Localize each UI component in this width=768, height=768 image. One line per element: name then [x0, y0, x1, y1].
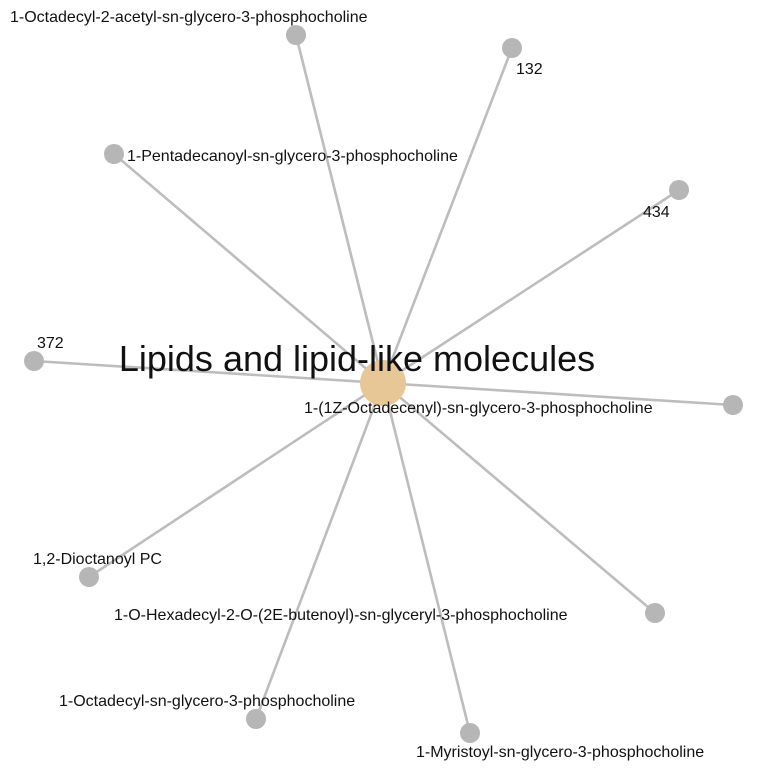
label-layer: 1-Octadecyl-2-acetyl-sn-glycero-3-phosph…: [10, 9, 704, 761]
node-6[interactable]: [79, 567, 99, 587]
node-label-8: 1-Octadecyl-sn-glycero-3-phosphocholine: [59, 693, 355, 710]
node-label-4: 372: [37, 335, 64, 352]
edge-7: [381, 381, 657, 615]
node-3[interactable]: [669, 180, 689, 200]
hub-node[interactable]: [360, 360, 406, 406]
node-4[interactable]: [24, 351, 44, 371]
node-label-6: 1,2-Dioctanoyl PC: [33, 551, 162, 568]
node-1[interactable]: [502, 38, 522, 58]
node-label-3: 434: [643, 204, 670, 221]
node-layer: [24, 25, 743, 743]
edge-1: [381, 46, 514, 385]
edge-layer: [32, 33, 735, 735]
edge-0: [294, 33, 385, 385]
node-label-2: 1-Pentadecanoyl-sn-glycero-3-phosphochol…: [127, 148, 458, 165]
node-7[interactable]: [645, 603, 665, 623]
edge-8: [254, 381, 385, 721]
node-8[interactable]: [246, 709, 266, 729]
node-0[interactable]: [286, 25, 306, 45]
node-label-7: 1-O-Hexadecyl-2-O-(2E-butenoyl)-sn-glyce…: [114, 607, 568, 624]
edge-3: [381, 188, 681, 385]
node-label-5: 1-(1Z-Octadecenyl)-sn-glycero-3-phosphoc…: [304, 400, 653, 417]
node-5[interactable]: [723, 395, 743, 415]
edge-4: [32, 359, 385, 385]
edge-5: [381, 381, 735, 407]
node-2[interactable]: [104, 144, 124, 164]
edge-2: [112, 152, 385, 385]
hub-label: Lipids and lipid-like molecules: [119, 338, 595, 379]
edge-9: [381, 381, 472, 735]
edge-6: [87, 381, 385, 579]
node-9[interactable]: [460, 723, 480, 743]
node-label-9: 1-Myristoyl-sn-glycero-3-phosphocholine: [416, 744, 704, 761]
node-label-0: 1-Octadecyl-2-acetyl-sn-glycero-3-phosph…: [10, 9, 368, 26]
node-label-1: 132: [516, 61, 543, 78]
